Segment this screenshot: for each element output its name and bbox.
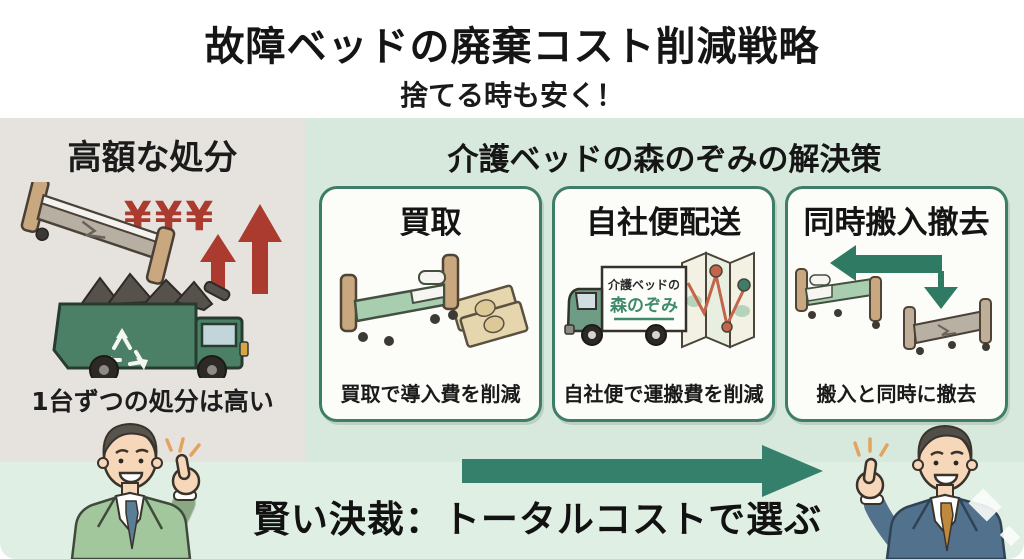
new-bed (794, 268, 882, 329)
head (97, 422, 163, 490)
card-swap-title: 同時搬入撤去 (803, 205, 990, 241)
card-buyback-title: 買取 (399, 205, 462, 241)
businessman-green-illustration (70, 422, 201, 559)
garbage-truck-illustration (52, 302, 249, 378)
card-swap: 同時搬入撤去 (785, 186, 1008, 422)
sparkle-icon (853, 437, 889, 457)
solution-panel-title: 介護ベッドの森のぞみの解決策 (447, 142, 882, 178)
head (912, 424, 978, 492)
solution-cards: 買取 (319, 186, 1008, 422)
route-map-icon (680, 251, 755, 349)
trash-bags (77, 272, 231, 312)
card-delivery: 自社便配送 (552, 186, 775, 422)
businessman-navy-illustration (853, 424, 1007, 559)
bed-and-money-illustration (339, 253, 528, 348)
sparkle-icon (165, 437, 201, 457)
solution-panel: 介護ベッドの森のぞみの解決策 買取 (305, 118, 1024, 462)
page-title: 故障ベッドの廃棄コスト削減戦略 (204, 24, 820, 70)
exchange-arrow-icon (829, 245, 958, 309)
page-subtitle: 捨てる時も安く！ (399, 79, 624, 112)
truck-logo-line2: 森のぞみ (610, 295, 678, 316)
card-buyback: 買取 (319, 186, 542, 422)
header: 故障ベッドの廃棄コスト削減戦略 捨てる時も安く！ (0, 0, 1024, 118)
delivery-truck-illustration: 介護ベッドの 森のぞみ (563, 251, 755, 349)
card-delivery-title: 自社便配送 (586, 205, 741, 241)
problem-panel-title: 高額な処分 (67, 138, 238, 178)
up-arrow-icon (200, 204, 282, 294)
body-suit (70, 482, 192, 559)
broken-bed-illustration (20, 182, 176, 285)
truck-logo-line1: 介護ベッドの (606, 277, 679, 292)
banknotes-icon (450, 284, 528, 348)
bed-swap-illustration (794, 245, 992, 355)
care-bed-illustration (339, 253, 459, 346)
card-delivery-caption: 自社便で運搬費を削減 (563, 382, 764, 406)
old-bed (902, 298, 992, 355)
card-swap-caption: 搬入と同時に撤去 (816, 382, 977, 406)
card-buyback-caption: 買取で導入費を削減 (340, 382, 521, 406)
disposal-illustration: ¥¥¥ (20, 182, 282, 378)
flow-arrow-icon (462, 445, 823, 497)
footer-message: 賢い決裁：トータルコストで選ぶ (252, 498, 823, 541)
problem-panel: 高額な処分 ¥¥¥ (0, 118, 305, 462)
company-truck: 介護ベッドの 森のぞみ (563, 265, 687, 346)
problem-caption: 1台ずつの処分は高い (31, 387, 274, 416)
